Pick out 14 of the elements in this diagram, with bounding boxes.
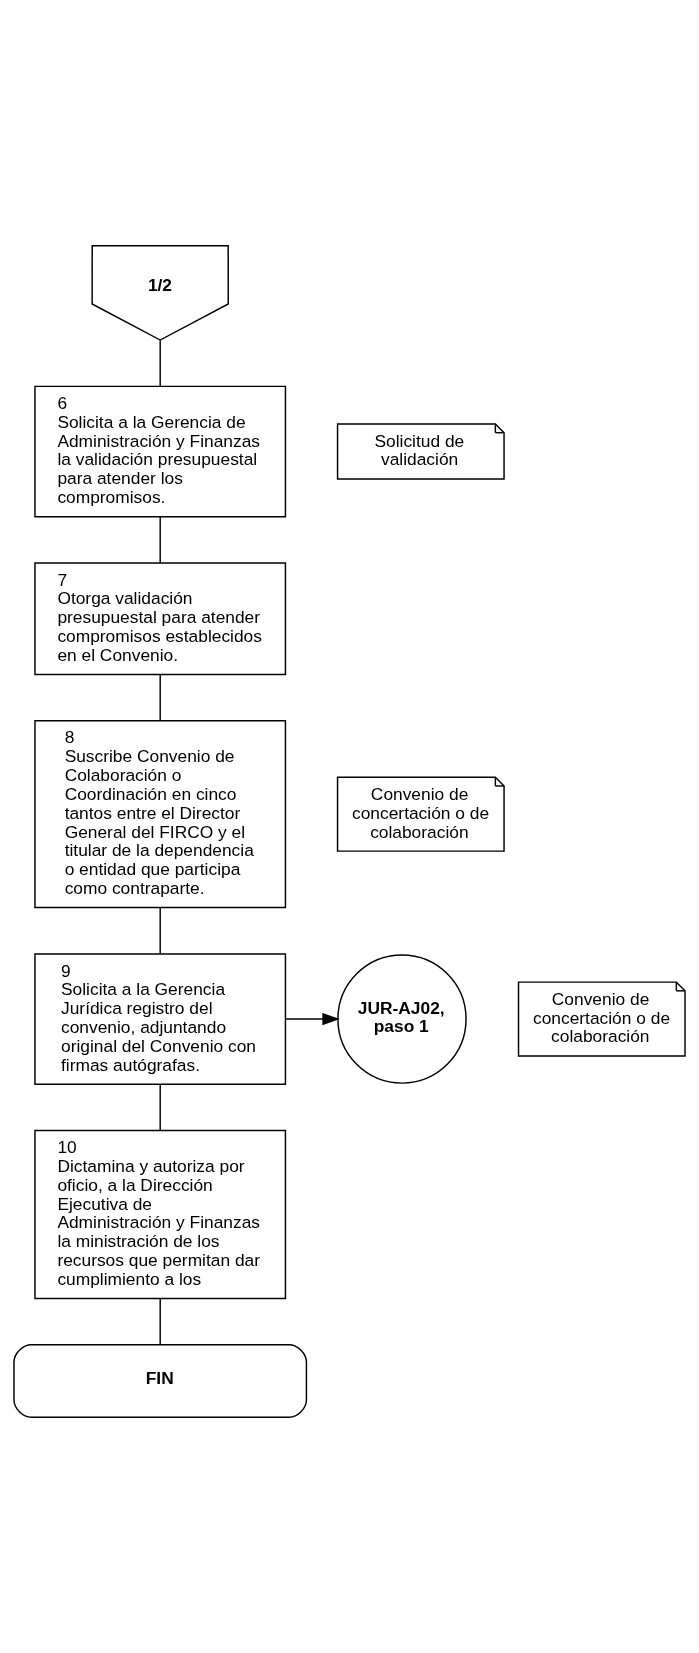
node-circle: JUR-AJ02, paso 1 bbox=[337, 954, 467, 1084]
connector bbox=[159, 674, 161, 722]
node-box: FIN bbox=[13, 1344, 308, 1418]
node-box: 7 Otorga validación presupuestal para atender compromisos establecidos en el Convenio. bbox=[34, 562, 287, 676]
node-box: 8 Suscribe Convenio de Colaboración o Coordinación en cinco tantos entre el Director General del FIRCO y el titular de la dependencia o entidad que participa como contraparte. bbox=[34, 720, 287, 909]
connector bbox=[159, 1298, 161, 1346]
connector bbox=[159, 907, 161, 955]
node-box: 10 Dictamina y autoriza por oficio, a la Dirección Ejecutiva de Administración y Finanzas la ministración de los recursos que permitan dar cumplimiento a los bbox=[34, 1129, 287, 1300]
connector bbox=[159, 1083, 161, 1132]
node-box: 6 Solicita a la Gerencia de Administración y Finanzas la validación presupuestal para atender los compromisos. bbox=[34, 385, 287, 518]
connector bbox=[159, 339, 161, 387]
connector bbox=[159, 516, 161, 564]
node-box: 9 Solicita a la Gerencia Jurídica registro del convenio, adjuntando original del Convenio con firmas autógrafas. bbox=[34, 953, 287, 1085]
arrow bbox=[285, 1012, 340, 1026]
